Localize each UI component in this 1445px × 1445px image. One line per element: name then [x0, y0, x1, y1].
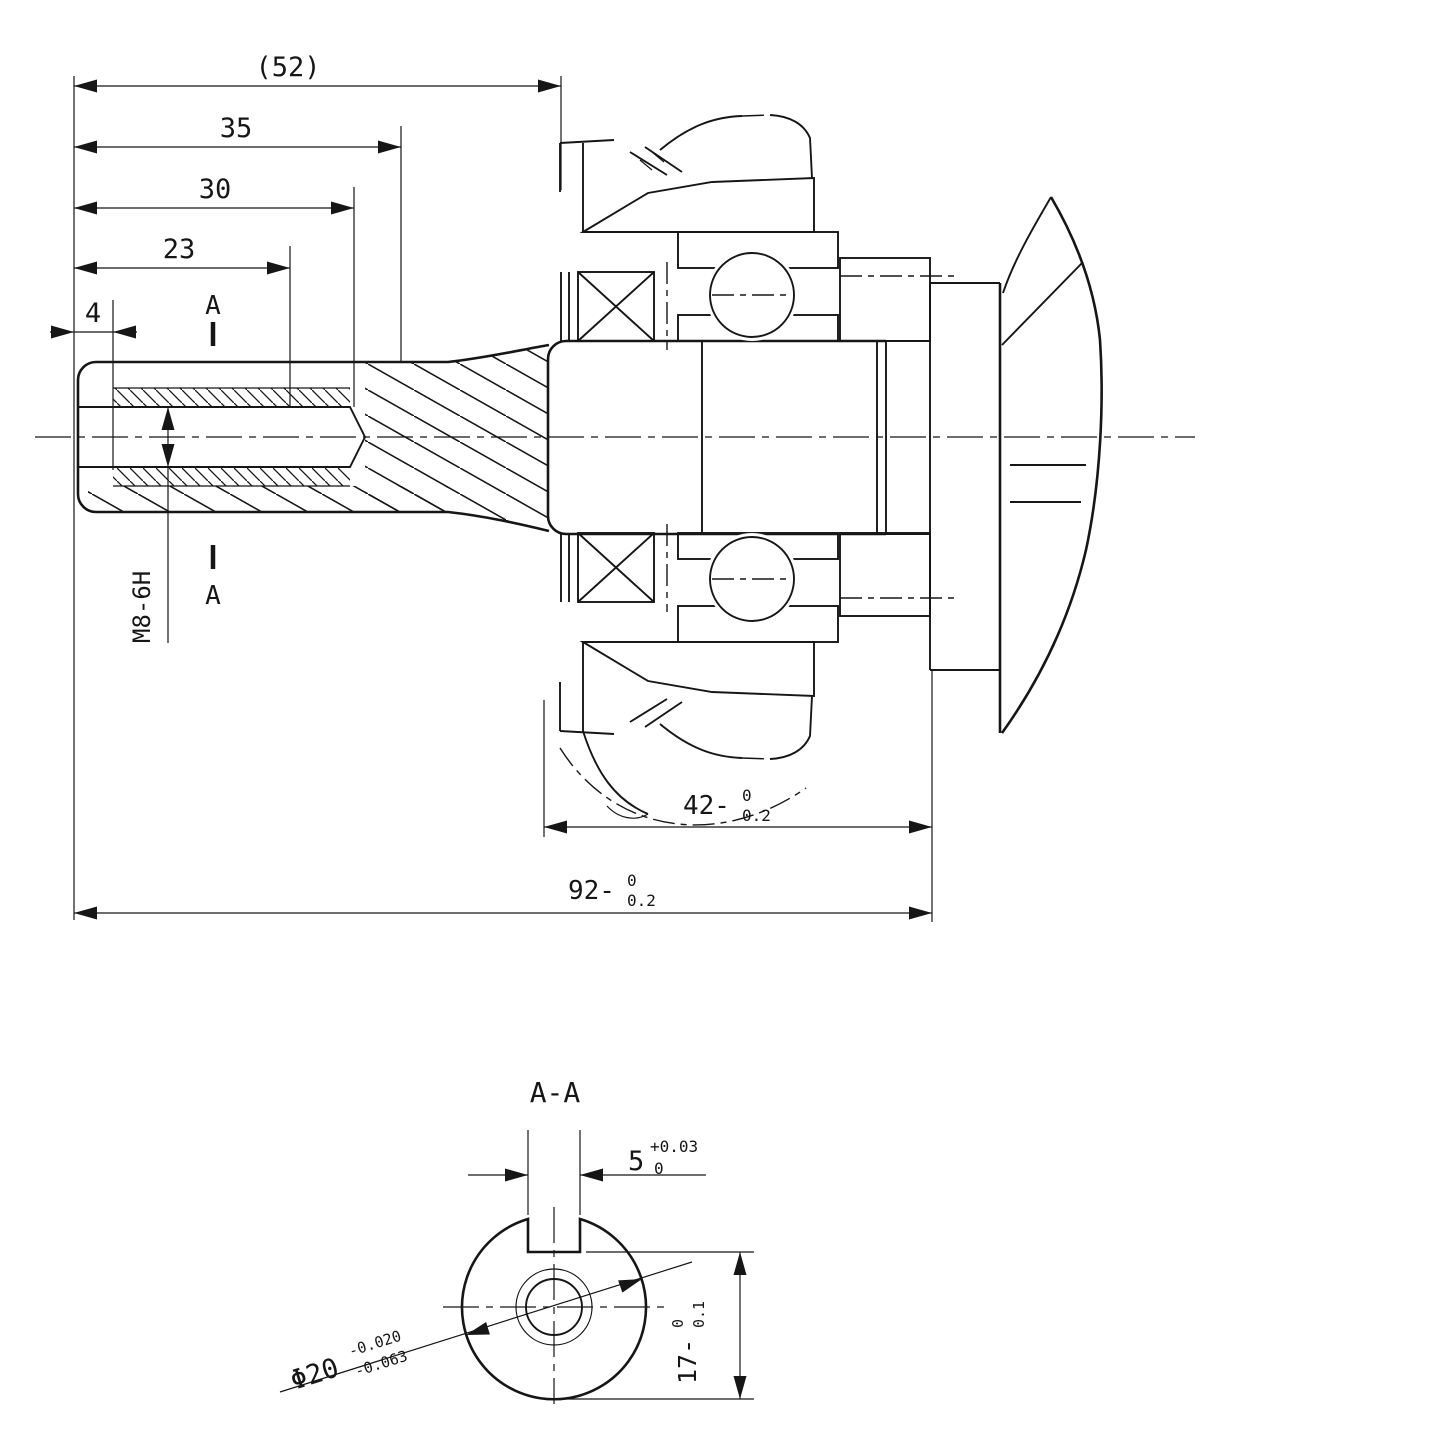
dim-92-sup: 0 — [627, 871, 637, 890]
dim-35-label: 35 — [220, 113, 253, 144]
dim-42-main: 42- — [683, 791, 730, 821]
bearing-ball-top — [709, 252, 795, 338]
dimension-52: (52) — [74, 52, 561, 93]
dimension-35: 35 — [74, 113, 401, 154]
bearing-bottom — [560, 524, 839, 643]
dim-4-label: 4 — [85, 298, 101, 329]
dim-keyway-main: 5 — [628, 1146, 644, 1177]
thread-callout: M8-6H — [128, 407, 175, 643]
dimension-4: 4 — [50, 298, 137, 339]
fan-blade — [1000, 196, 1103, 734]
main-view: A A M8-6H (52) — [35, 52, 1195, 922]
dimension-92: 92- 0 0.2 — [74, 871, 932, 920]
section-marker-top-label: A — [205, 291, 221, 321]
dim-42-sup: 0 — [742, 786, 752, 805]
dimension-30: 30 — [74, 174, 354, 215]
extension-lines — [73, 76, 933, 922]
keyway-dimension: 5 +0.03 0 — [468, 1130, 706, 1215]
plate — [929, 282, 1002, 733]
dim-42-sub: 0.2 — [742, 806, 771, 825]
dim-23-label: 23 — [163, 234, 196, 265]
dimension-42: 42- 0 0.2 — [544, 786, 932, 834]
dim-30-label: 30 — [199, 174, 232, 205]
dim-height-sup: 0 — [669, 1319, 687, 1328]
dim-height-sub: 0.1 — [690, 1301, 708, 1328]
dim-keyway-sub: 0 — [654, 1159, 664, 1178]
dim-92-sub: 0.2 — [627, 891, 656, 910]
dimension-23: 23 — [74, 234, 290, 275]
bearing-ball-bottom — [709, 536, 795, 622]
shaft-cross-section — [460, 1217, 648, 1401]
dim-52-label: (52) — [255, 52, 320, 83]
height-dimension: 17- 0 0.1 — [560, 1251, 754, 1400]
bearing-top — [560, 231, 839, 350]
section-cut-marker-bottom: A — [205, 545, 221, 611]
dim-keyway-sup: +0.03 — [650, 1137, 698, 1156]
dim-height-main: 17- — [673, 1339, 702, 1384]
dim-92-main: 92- — [568, 876, 615, 906]
thread-label: M8-6H — [128, 571, 156, 643]
seal-bottom — [577, 532, 655, 603]
shaft-outline — [76, 343, 550, 533]
section-marker-bottom-label: A — [205, 581, 221, 611]
section-cut-marker-top: A — [205, 291, 221, 346]
section-title: A-A — [530, 1076, 581, 1109]
seal-top — [577, 271, 655, 342]
